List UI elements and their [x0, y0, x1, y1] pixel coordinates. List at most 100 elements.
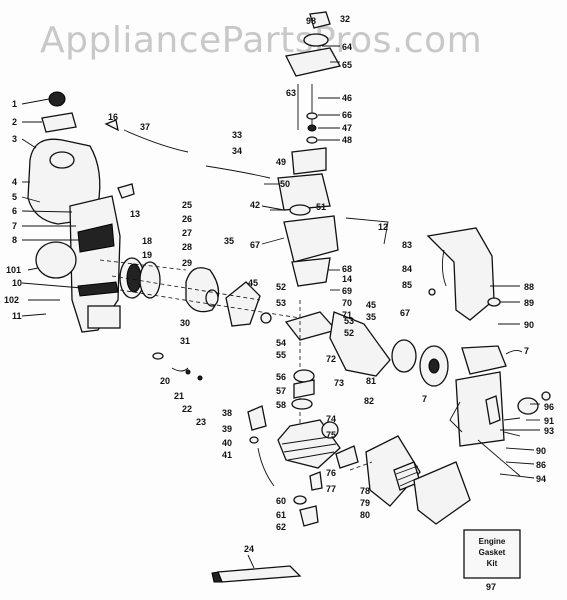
part-number-labels: 1234567810110102111637133334252627181928… — [4, 14, 554, 592]
part-label-40: 40 — [222, 438, 232, 448]
part-label-31: 31 — [180, 336, 190, 346]
fuel-tank-housing — [27, 91, 121, 333]
right-callout-lines — [490, 285, 540, 479]
part-label-26: 26 — [182, 214, 192, 224]
flywheel-assembly — [99, 119, 301, 381]
part-label-35b: 35 — [366, 312, 376, 322]
part-label-41: 41 — [222, 450, 232, 460]
part-label-2: 2 — [12, 117, 17, 127]
part-label-82: 82 — [364, 396, 374, 406]
part-label-14: 14 — [342, 274, 352, 284]
part-label-50: 50 — [280, 179, 290, 189]
part-label-52a: 52 — [276, 282, 286, 292]
part-label-47: 47 — [342, 123, 352, 133]
part-label-96: 96 — [544, 402, 554, 412]
air-filter — [349, 435, 471, 525]
part-label-37: 37 — [140, 122, 150, 132]
part-label-84: 84 — [402, 264, 412, 274]
part-label-66: 66 — [342, 110, 352, 120]
part-label-83: 83 — [402, 240, 412, 250]
part-label-12: 12 — [378, 222, 388, 232]
part-label-70: 70 — [342, 298, 352, 308]
part-label-53b: 53 — [344, 316, 354, 326]
part-label-93: 93 — [544, 426, 554, 436]
carburetor-stack — [270, 11, 389, 287]
part-label-79: 79 — [360, 498, 370, 508]
part-label-62: 62 — [276, 522, 286, 532]
part-label-81: 81 — [366, 376, 376, 386]
part-label-28: 28 — [182, 242, 192, 252]
part-label-88: 88 — [524, 282, 534, 292]
part-label-1: 1 — [12, 99, 17, 109]
kit-line-2: Gasket — [479, 548, 506, 557]
part-label-27: 27 — [182, 228, 192, 238]
part-label-67a: 67 — [250, 240, 260, 250]
crankshaft-cylinder — [247, 300, 449, 527]
part-label-97: 97 — [486, 582, 496, 592]
part-label-63: 63 — [286, 88, 296, 98]
part-label-13: 13 — [130, 209, 140, 219]
part-label-90a: 90 — [524, 320, 534, 330]
part-label-10: 10 — [12, 278, 22, 288]
part-label-75: 75 — [326, 430, 336, 440]
part-label-21: 21 — [174, 391, 184, 401]
kit-line-3: Kit — [487, 559, 498, 568]
part-label-6: 6 — [12, 206, 17, 216]
part-label-49: 49 — [276, 157, 286, 167]
part-label-89: 89 — [524, 298, 534, 308]
part-label-78: 78 — [360, 486, 370, 496]
part-label-58: 58 — [276, 400, 286, 410]
part-label-32: 32 — [340, 14, 350, 24]
gasket-kit-box: Engine Gasket Kit — [463, 529, 521, 579]
part-label-39: 39 — [222, 424, 232, 434]
part-label-86: 86 — [536, 460, 546, 470]
part-label-25a: 25 — [182, 200, 192, 210]
part-label-57: 57 — [276, 386, 286, 396]
part-label-54: 54 — [276, 338, 286, 348]
part-label-33: 33 — [232, 130, 242, 140]
part-label-38: 38 — [222, 408, 232, 418]
part-label-65: 65 — [342, 60, 352, 70]
part-label-7b: 7 — [524, 346, 529, 356]
part-label-77: 77 — [326, 484, 336, 494]
part-label-7a: 7 — [12, 221, 17, 231]
part-label-45b: 45 — [366, 300, 376, 310]
part-label-5: 5 — [12, 192, 17, 202]
handle-shield — [426, 227, 551, 477]
kit-line-1: Engine — [479, 537, 506, 546]
part-label-30: 30 — [180, 318, 190, 328]
part-label-29: 29 — [182, 258, 192, 268]
part-label-22: 22 — [182, 404, 192, 414]
part-label-20: 20 — [160, 376, 170, 386]
part-label-67b: 67 — [400, 308, 410, 318]
part-label-16: 16 — [108, 112, 118, 122]
part-label-72: 72 — [326, 354, 336, 364]
part-label-46: 46 — [342, 93, 352, 103]
part-label-94: 94 — [536, 474, 546, 484]
part-label-4: 4 — [12, 177, 17, 187]
left-callout-lines — [21, 98, 83, 317]
part-label-24: 24 — [244, 544, 254, 554]
grease-tube — [211, 554, 302, 583]
part-label-68: 68 — [342, 264, 352, 274]
part-label-52b: 52 — [344, 328, 354, 338]
part-label-34: 34 — [232, 146, 242, 156]
part-label-85: 85 — [402, 280, 412, 290]
part-label-101: 101 — [6, 265, 21, 275]
part-label-51: 51 — [316, 202, 326, 212]
part-label-8: 8 — [12, 235, 17, 245]
part-label-74: 74 — [326, 414, 336, 424]
part-label-45a: 45 — [248, 278, 258, 288]
part-label-71: 71 — [342, 310, 352, 320]
part-label-11: 11 — [12, 311, 22, 321]
part-label-19: 19 — [142, 250, 152, 260]
part-label-64: 64 — [342, 42, 352, 52]
part-label-7c: 7 — [422, 394, 427, 404]
part-label-55: 55 — [276, 350, 286, 360]
part-label-91: 91 — [544, 416, 554, 426]
part-label-35a: 35 — [224, 236, 234, 246]
part-label-56: 56 — [276, 372, 286, 382]
part-label-69: 69 — [342, 286, 352, 296]
